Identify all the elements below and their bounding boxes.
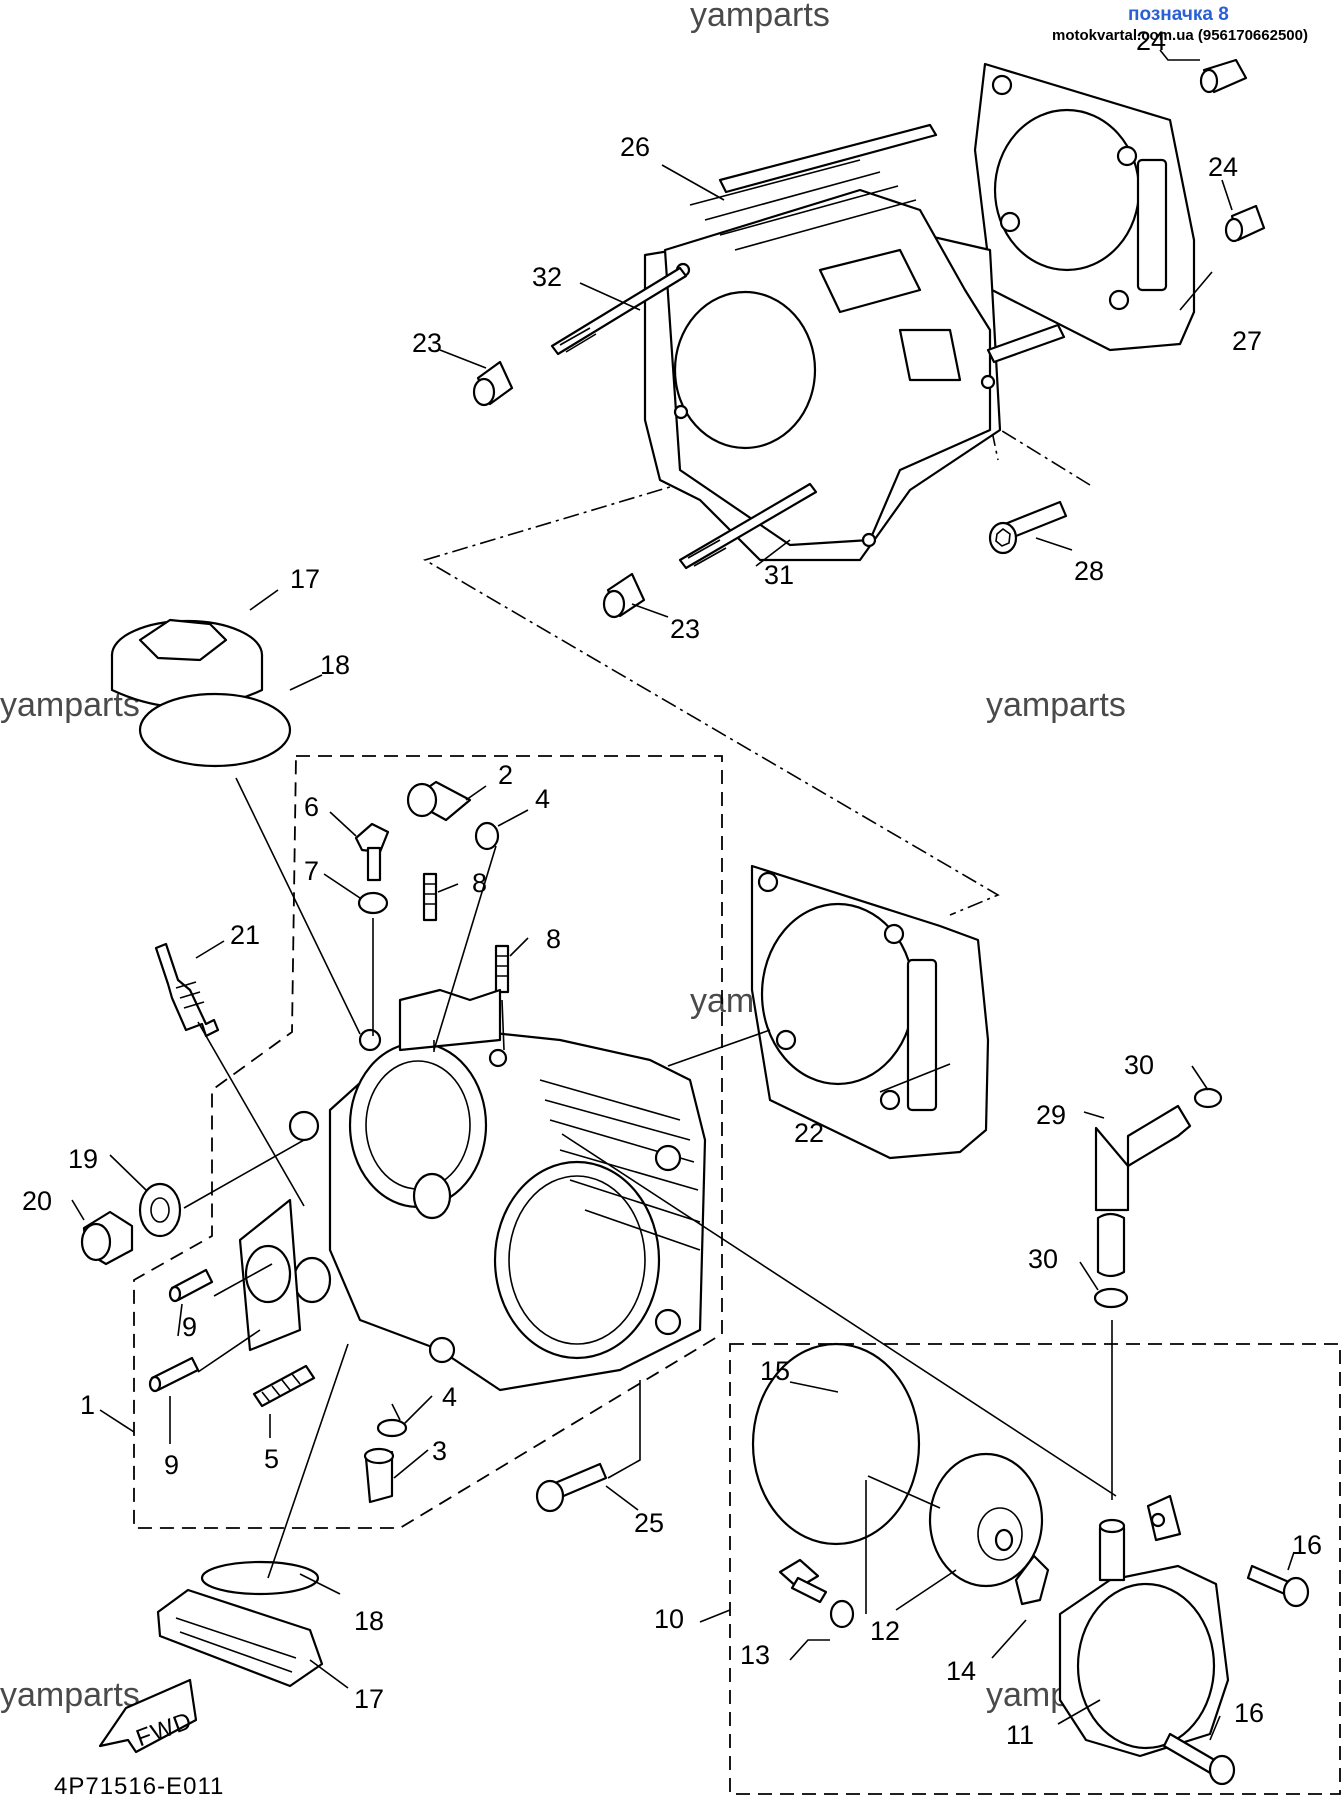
oil-filler-cap-top — [110, 618, 264, 709]
callout-9-upper: 9 — [182, 1312, 197, 1342]
o-ring-top — [138, 692, 292, 768]
callout-13: 13 — [740, 1640, 770, 1670]
cylinder-head-side-plate — [238, 1198, 302, 1352]
bolt-6 — [354, 822, 390, 882]
spark-plug — [154, 942, 220, 1038]
washer-13 — [829, 1599, 855, 1629]
callout-20: 20 — [22, 1186, 52, 1216]
callout-8-upper: 8 — [472, 868, 487, 898]
cylinder-head-assembly-box — [133, 755, 723, 1529]
callout-11: 11 — [1006, 1720, 1034, 1750]
impeller-12 — [928, 1452, 1044, 1588]
dowel-pin-lower — [602, 572, 646, 619]
water-pump-assembly-box — [729, 1343, 1341, 1795]
leader-lines — [71, 49, 1295, 1741]
callout-21: 21 — [230, 920, 260, 950]
callout-16-lower: 16 — [1234, 1698, 1264, 1728]
stud-5 — [252, 1364, 316, 1408]
o-ring-4-upper — [474, 821, 500, 851]
badge-subtitle: motokvartal.com.ua (956170662500) — [1052, 27, 1308, 44]
badge-title: позначка 8 — [1128, 4, 1229, 25]
o-ring-15 — [751, 1342, 921, 1546]
callout-5: 5 — [264, 1444, 279, 1474]
plug-20 — [80, 1210, 134, 1266]
callout-9-lower: 9 — [164, 1450, 179, 1480]
callout-1: 1 — [80, 1390, 95, 1420]
watermark-top: yamparts — [690, 0, 830, 34]
oil-filler-cap-bottom — [156, 1588, 324, 1688]
callout-25: 25 — [634, 1508, 664, 1538]
callout-29: 29 — [1036, 1100, 1066, 1130]
callout-28: 28 — [1074, 556, 1104, 586]
callout-3: 3 — [432, 1436, 447, 1466]
callout-31: 31 — [764, 560, 794, 590]
callout-8-lower: 8 — [546, 924, 561, 954]
callout-30-lower: 30 — [1028, 1244, 1058, 1274]
clip-14 — [1014, 1554, 1050, 1606]
callout-17-top: 17 — [290, 564, 320, 594]
callout-18-top: 18 — [320, 650, 350, 680]
cylinder-head-gasket-top — [973, 62, 1196, 352]
callout-18-bottom: 18 — [354, 1606, 384, 1636]
cylinder-head-gasket-bottom — [750, 864, 990, 1160]
callout-24-top: 24 — [1136, 26, 1166, 56]
fitting-3 — [363, 1447, 395, 1504]
callout-12: 12 — [870, 1616, 900, 1646]
callout-19: 19 — [68, 1144, 98, 1174]
water-pump-housing-11 — [1058, 1494, 1230, 1758]
hose-clamp-30-upper — [1193, 1087, 1223, 1109]
stud-8-upper — [422, 872, 438, 922]
callout-32: 32 — [532, 262, 562, 292]
callout-7: 7 — [304, 856, 319, 886]
callout-22: 22 — [794, 1118, 824, 1148]
callout-23-lower: 23 — [670, 614, 700, 644]
socket-bolt-25 — [535, 1462, 608, 1513]
callout-labels: 26 32 23 24 24 27 28 31 23 17 18 2 4 6 7… — [22, 26, 1322, 1750]
hose-clamp-30-lower — [1093, 1287, 1129, 1309]
watermark-bottom-left: yamparts — [0, 1676, 140, 1714]
callout-6: 6 — [304, 792, 319, 822]
callout-10: 10 — [654, 1604, 684, 1634]
water-hose-29 — [1094, 1104, 1192, 1278]
dowel-pin-mid — [1224, 204, 1266, 243]
stud-8-lower — [494, 944, 510, 994]
watermark-right: yamparts — [986, 686, 1126, 724]
callout-17-bottom: 17 — [354, 1684, 384, 1714]
stud-9-upper — [168, 1268, 214, 1303]
stud-bolt-long-lower — [678, 482, 818, 570]
washer-7 — [357, 891, 389, 915]
callout-14: 14 — [946, 1656, 976, 1686]
drawing-code: 4P71516-E011 — [54, 1773, 224, 1800]
callout-16-upper: 16 — [1292, 1530, 1322, 1560]
stud-9-lower — [148, 1356, 200, 1393]
callout-2: 2 — [498, 760, 513, 790]
washer-19 — [138, 1182, 182, 1238]
callout-4-upper: 4 — [535, 784, 550, 814]
callout-24-mid: 24 — [1208, 152, 1238, 182]
bolt-13 — [778, 1558, 828, 1604]
dowel-pin-left — [472, 360, 514, 407]
cylinder-head — [288, 988, 707, 1392]
o-ring-bottom — [200, 1560, 320, 1596]
thermo-unit-2 — [406, 780, 472, 822]
stud-bolt-long-upper — [550, 266, 688, 356]
o-ring-4-lower — [376, 1418, 408, 1438]
callout-15: 15 — [760, 1356, 790, 1386]
socket-bolt-28 — [988, 500, 1068, 555]
callout-23-upper: 23 — [412, 328, 442, 358]
alignment-chain-upper — [423, 401, 1091, 916]
callout-30-upper: 30 — [1124, 1050, 1154, 1080]
callout-26: 26 — [620, 132, 650, 162]
bolt-16-upper — [1246, 1564, 1310, 1608]
cylinder-block — [643, 123, 1066, 562]
callout-27: 27 — [1232, 326, 1262, 356]
bolt-16-lower — [1162, 1732, 1236, 1786]
dowel-pin-top — [1199, 58, 1248, 94]
callout-4-lower: 4 — [442, 1382, 457, 1412]
